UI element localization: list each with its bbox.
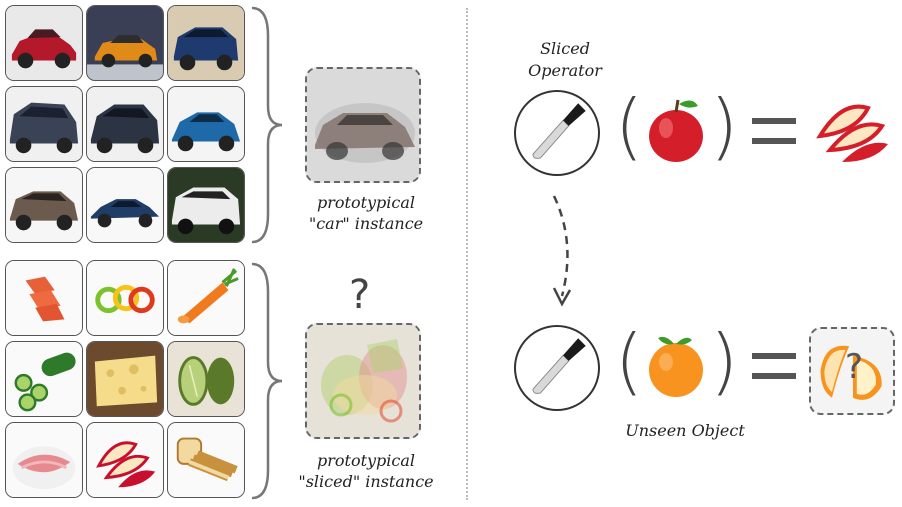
car-image-blue-hatchback [167, 86, 245, 162]
prototypical-car-image [305, 67, 421, 183]
unknown-sliced-result-box: ? [809, 327, 895, 415]
transfer-arrow [552, 195, 572, 307]
paren-open-bottom: ( [615, 319, 644, 403]
knife-operator-circle-bottom [514, 325, 600, 411]
unseen-object-label: Unseen Object [625, 421, 745, 440]
car-caption-line2: "car" instance [308, 214, 424, 233]
apple-icon [649, 99, 703, 162]
car-group-brace [251, 6, 283, 244]
car-image-white-suv [167, 167, 245, 243]
operator-label-line2: Operator [528, 61, 602, 80]
sliced-caption-line2: "sliced" instance [298, 472, 434, 491]
result-question-mark: ? [845, 347, 864, 387]
car-image-brown-suv [5, 167, 83, 243]
sliced-apple-result [816, 104, 888, 162]
sliced-image-peppers [86, 260, 164, 336]
paren-close-bottom: ) [710, 319, 739, 403]
sliced-operator-label: Sliced Operator [510, 38, 620, 82]
car-image-blue-suv [167, 5, 245, 81]
sliced-image-salmon [5, 260, 83, 336]
prototypical-sliced-caption: prototypical "sliced" instance [296, 450, 436, 492]
knife-operator-circle-top [514, 90, 600, 176]
knife-icon [532, 338, 586, 394]
car-image-grey-minivan [5, 86, 83, 162]
equals-sign-bottom [752, 353, 796, 379]
car-image-red-sports [5, 5, 83, 81]
paren-close-top: ) [710, 84, 739, 168]
sliced-image-avocado [167, 341, 245, 417]
prototypical-car-caption: prototypical "car" instance [296, 192, 436, 234]
operator-label-line1: Sliced [540, 39, 590, 58]
sliced-caption-line1: prototypical [316, 451, 416, 470]
car-image-blue-sedan [86, 167, 164, 243]
equals-sign-top [752, 118, 796, 144]
car-image-orange-suv [86, 5, 164, 81]
car-caption-line1: prototypical [316, 193, 416, 212]
car-image-dark-suv [86, 86, 164, 162]
sliced-image-cucumber [5, 341, 83, 417]
knife-icon [532, 103, 586, 159]
sliced-question-mark: ? [349, 272, 371, 318]
sliced-image-apple [86, 422, 164, 498]
orange-icon [649, 336, 703, 397]
paren-open-top: ( [615, 84, 644, 168]
sliced-image-bread [167, 422, 245, 498]
panel-divider [466, 8, 468, 500]
sliced-image-carrot [167, 260, 245, 336]
sliced-image-cheese [86, 341, 164, 417]
prototypical-sliced-image [305, 323, 421, 439]
sliced-group-brace [251, 262, 283, 500]
sliced-image-ham [5, 422, 83, 498]
